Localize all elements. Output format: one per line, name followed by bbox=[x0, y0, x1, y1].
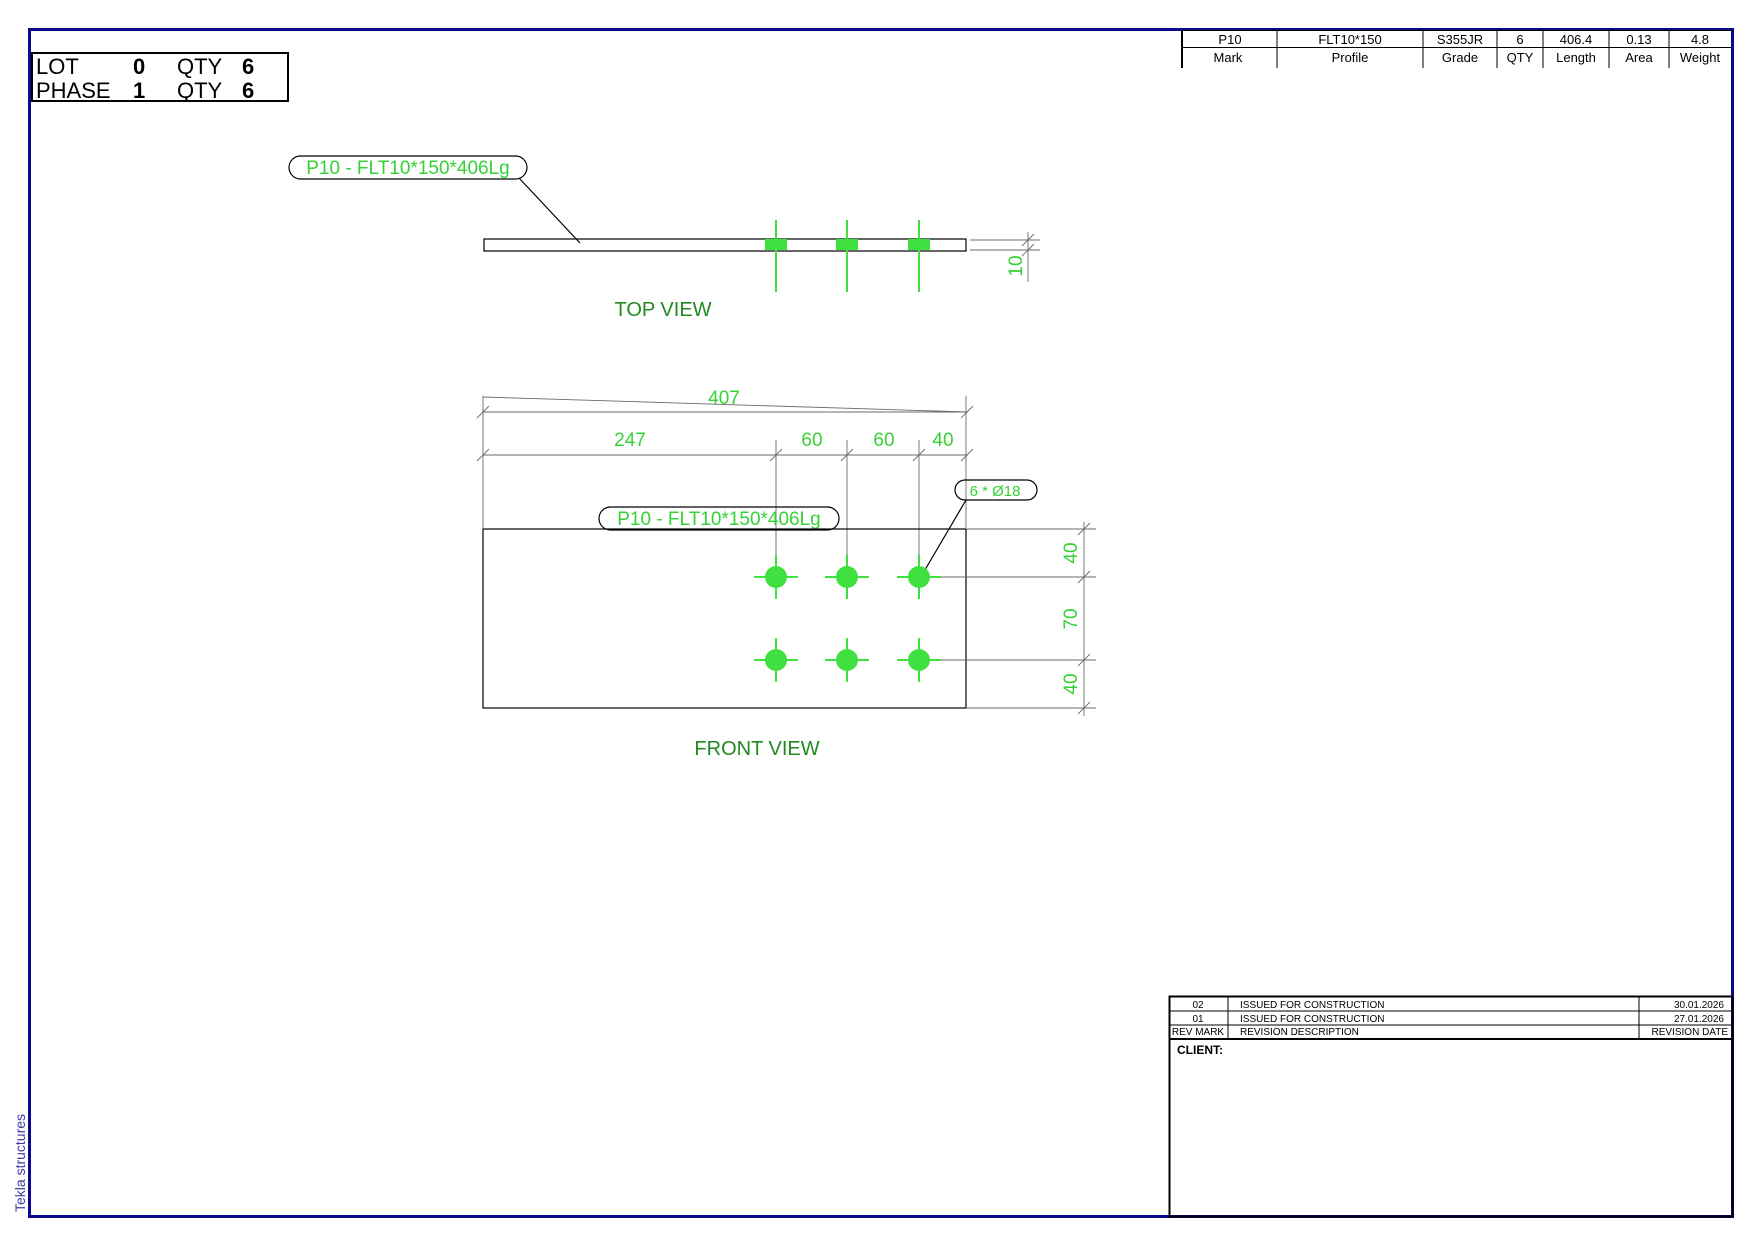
phase-qty-value: 6 bbox=[242, 78, 254, 103]
table-value-mark: P10 bbox=[1218, 32, 1241, 47]
chain-dimension-value: 60 bbox=[801, 430, 822, 451]
lot-qty-label: QTY bbox=[177, 54, 223, 79]
table-value-grade: S355JR bbox=[1437, 32, 1483, 47]
table-header-grade: Grade bbox=[1442, 50, 1478, 65]
table-value-profile: FLT10*150 bbox=[1318, 32, 1381, 47]
top-view-plate bbox=[483, 238, 967, 252]
top-view-bolt bbox=[765, 220, 787, 292]
front-view: 407 247 60 60 40 6 * Ø18 P10 - FLT10*150… bbox=[476, 388, 1096, 760]
overall-dimension-value: 407 bbox=[708, 388, 740, 409]
table-value-length: 406.4 bbox=[1560, 32, 1593, 47]
revision-description-header: REVISION DESCRIPTION bbox=[1240, 1027, 1359, 1038]
front-view-part-label: P10 - FLT10*150*406Lg bbox=[617, 509, 821, 530]
bolt-hole bbox=[754, 638, 798, 682]
hole-leader-line bbox=[921, 499, 967, 576]
table-value-weight: 4.8 bbox=[1691, 32, 1709, 47]
lot-label: LOT bbox=[36, 54, 79, 79]
vertical-dimension-value: 40 bbox=[1061, 673, 1082, 694]
top-view-thickness-value: 10 bbox=[1006, 255, 1027, 276]
phase-label: PHASE bbox=[36, 78, 111, 103]
bolt-hole bbox=[897, 638, 941, 682]
front-view-title: FRONT VIEW bbox=[694, 738, 819, 760]
phase-value: 1 bbox=[133, 78, 145, 103]
top-view-title: TOP VIEW bbox=[614, 299, 711, 321]
revision-date: 30.01.2026 bbox=[1674, 1000, 1724, 1011]
revision-description: ISSUED FOR CONSTRUCTION bbox=[1240, 1014, 1384, 1025]
revision-description: ISSUED FOR CONSTRUCTION bbox=[1240, 1000, 1384, 1011]
sheet-frame bbox=[28, 28, 1734, 1218]
bolt-hole bbox=[897, 555, 941, 599]
table-value-qty: 6 bbox=[1516, 32, 1523, 47]
top-view-part-label-bubble bbox=[288, 155, 528, 180]
chain-dimension-value: 247 bbox=[614, 430, 646, 451]
top-view-part-label: P10 - FLT10*150*406Lg bbox=[306, 158, 510, 179]
vertical-dimension-value: 70 bbox=[1061, 608, 1082, 629]
lot-phase-box: LOT 0 QTY 6 PHASE 1 QTY 6 bbox=[31, 52, 289, 103]
chain-dimension-value: 40 bbox=[932, 430, 953, 451]
table-header-qty: QTY bbox=[1507, 50, 1534, 65]
bolt-hole bbox=[825, 638, 869, 682]
revision-mark-header: REV MARK bbox=[1172, 1027, 1225, 1038]
lot-qty-value: 6 bbox=[242, 54, 254, 79]
top-view-bolt bbox=[908, 220, 930, 292]
bolt-hole bbox=[754, 555, 798, 599]
table-value-area: 0.13 bbox=[1626, 32, 1651, 47]
table-header-length: Length bbox=[1556, 50, 1596, 65]
vertical-dimension-line bbox=[930, 522, 1096, 716]
part-info-table: P10 FLT10*150 S355JR 6 406.4 0.13 4.8 Ma… bbox=[1181, 30, 1732, 68]
vertical-dimension-value: 40 bbox=[1061, 542, 1082, 563]
title-block: 02 ISSUED FOR CONSTRUCTION 30.01.2026 01… bbox=[1168, 995, 1734, 1218]
revision-date: 27.01.2026 bbox=[1674, 1014, 1724, 1025]
top-view: P10 - FLT10*150*406Lg 10 TOP VIEW bbox=[288, 155, 1040, 321]
revision-date-header: REVISION DATE bbox=[1652, 1027, 1729, 1038]
lot-value: 0 bbox=[133, 54, 145, 79]
front-view-plate bbox=[482, 528, 967, 709]
client-label: CLIENT: bbox=[1177, 1043, 1223, 1057]
chain-dimension-value: 60 bbox=[873, 430, 894, 451]
software-credit: Tekla structures bbox=[12, 1114, 28, 1212]
overall-dimension-line bbox=[476, 396, 974, 528]
front-view-part-label-bubble bbox=[598, 506, 840, 531]
top-view-leader-line bbox=[518, 177, 581, 244]
hole-label-bubble bbox=[954, 479, 1038, 501]
table-header-area: Area bbox=[1625, 50, 1653, 65]
table-header-weight: Weight bbox=[1680, 50, 1721, 65]
table-header-mark: Mark bbox=[1214, 50, 1243, 65]
table-header-profile: Profile bbox=[1332, 50, 1369, 65]
hole-label: 6 * Ø18 bbox=[970, 483, 1021, 500]
top-view-bolt bbox=[836, 220, 858, 292]
revision-mark: 02 bbox=[1192, 1000, 1204, 1011]
top-view-thickness-dimension bbox=[970, 232, 1040, 282]
bolt-hole bbox=[825, 555, 869, 599]
phase-qty-label: QTY bbox=[177, 78, 223, 103]
revision-mark: 01 bbox=[1192, 1014, 1204, 1025]
